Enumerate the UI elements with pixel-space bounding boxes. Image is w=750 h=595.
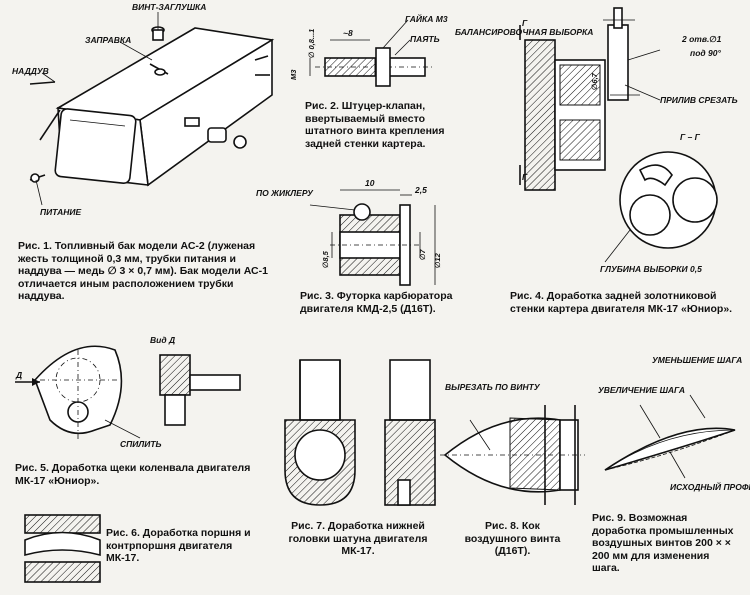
fig6-caption: Рис. 6. Доработка поршня и контрпоршня д… — [106, 527, 251, 564]
fig1-fuel-tank-drawing: ВИНТ-ЗАГЛУШКА ЗАПРАВКА НАДДУВ ПИТАНИЕ — [12, 2, 275, 217]
fig3-dim-d12: ∅12 — [433, 252, 442, 268]
fig4-label-holes: 2 отв.∅1 — [681, 34, 722, 44]
fig3-dim-d8-5: ∅8,5 — [321, 250, 330, 268]
fig9-label-increase: УВЕЛИЧЕНИЕ ШАГА — [598, 385, 685, 395]
fig5-label-arrow: Д — [15, 370, 22, 380]
fig3-dim-d7: ∅7 — [418, 249, 427, 260]
fig4-caption: Рис. 4. Доработка задней золотниковой ст… — [510, 290, 733, 315]
fig2-label-solder: ПАЯТЬ — [410, 34, 440, 44]
fig7-caption: Рис. 7. Доработка нижней головки шатуна … — [288, 520, 428, 557]
fig4-label-gg: Г – Г — [680, 132, 701, 142]
fig1-label-pressure: НАДДУВ — [12, 66, 49, 76]
fig4-label-boss: ПРИЛИВ СРЕЗАТЬ — [660, 95, 738, 105]
fig3-caption: Рис. 3. Футорка карбюратора двигателя КМ… — [300, 290, 453, 315]
fig9-propeller-profile-drawing: УМЕНЬШЕНИЕ ШАГА УВЕЛИЧЕНИЕ ШАГА ИСХОДНЫЙ… — [598, 355, 750, 492]
fig8-spinner-drawing: ВЫРЕЗАТЬ ПО ВИНТУ — [440, 382, 585, 505]
fig9-caption: Рис. 9. Возможная доработка промышленных… — [592, 512, 734, 574]
fig1-label-fill: ЗАПРАВКА — [85, 35, 131, 45]
fig1-label-feed: ПИТАНИЕ — [40, 207, 81, 217]
fig4-rear-wall-drawing: Г Г БАЛАНСИРОВОЧНАЯ ВЫБОРКА 2 отв.∅1 под… — [455, 7, 738, 274]
fig5-label-grind: СПИЛИТЬ — [120, 439, 162, 449]
fig5-label-view: Вид Д — [150, 335, 175, 345]
fig1-caption: Рис. 1. Топливный бак модели АС-2 (лужен… — [18, 240, 268, 302]
fig9-label-base: ИСХОДНЫЙ ПРОФИЛЬ — [670, 481, 750, 492]
fig5-caption: Рис. 5. Доработка щеки коленвала двигате… — [15, 462, 251, 487]
fig3-dim-2-5: 2,5 — [414, 185, 427, 195]
fig4-label-dia: ∅6,7 — [590, 72, 599, 90]
fig3-label-jet: ПО ЖИКЛЕРУ — [256, 188, 314, 198]
fig1-label-plug: ВИНТ-ЗАГЛУШКА — [132, 2, 206, 12]
fig3-carburetor-fitting-drawing: ПО ЖИКЛЕРУ 10 2,5 ∅8,5 ∅7 ∅12 — [256, 178, 442, 286]
fig2-caption: Рис. 2. Штуцер-клапан, ввертываемый вмес… — [305, 100, 445, 150]
fig2-label-hole: ∅ 0,8...1 — [307, 29, 316, 58]
fig2-dim-length: ~8 — [343, 28, 353, 38]
fig4-label-balance: БАЛАНСИРОВОЧНАЯ ВЫБОРКА — [455, 27, 593, 37]
fig9-label-decrease: УМЕНЬШЕНИЕ ШАГА — [652, 355, 742, 365]
fig4-section-top: Г — [522, 18, 528, 28]
fig8-label-cut: ВЫРЕЗАТЬ ПО ВИНТУ — [445, 382, 541, 392]
fig7-conrod-drawing — [284, 359, 436, 506]
fig4-section-bottom: Г — [522, 172, 528, 182]
fig4-label-angle: под 90° — [690, 48, 721, 58]
fig3-dim-10: 10 — [365, 178, 375, 188]
fig4-label-depth: ГЛУБИНА ВЫБОРКИ 0,5 — [600, 264, 702, 274]
fig2-valve-fitting-drawing: ~8 ГАЙКА М3 ПАЯТЬ М3 ∅ 0,8...1 — [289, 13, 448, 87]
fig6-piston-drawing — [24, 514, 101, 583]
fig8-caption: Рис. 8. Кок воздушного винта (Д16Т). — [464, 520, 561, 557]
fig2-label-thread: М3 — [289, 69, 298, 80]
fig2-label-nut: ГАЙКА М3 — [405, 13, 448, 24]
fig5-crank-web-drawing: Д СПИЛИТЬ Вид Д — [15, 335, 241, 449]
